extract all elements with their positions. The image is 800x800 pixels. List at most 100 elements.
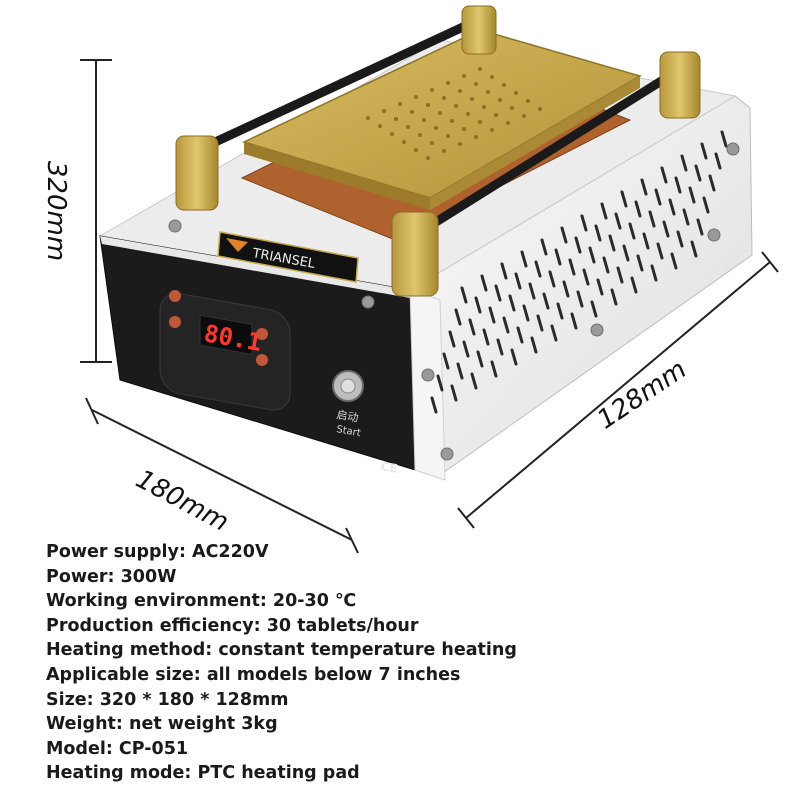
control-button[interactable] xyxy=(256,354,268,366)
vent-slot xyxy=(668,198,676,216)
vent-slot xyxy=(696,218,704,236)
vent-slot xyxy=(568,258,576,276)
vacuum-hole xyxy=(458,89,462,93)
vacuum-hole xyxy=(502,83,506,87)
vent-slot xyxy=(582,268,590,286)
vacuum-hole xyxy=(510,106,514,110)
vent-slot xyxy=(540,238,548,256)
vent-slot xyxy=(490,360,498,378)
spec-item: Size: 320 * 180 * 128mm xyxy=(46,689,289,710)
screw xyxy=(168,219,182,233)
vent-slot xyxy=(436,374,444,392)
vent-slot xyxy=(562,280,570,298)
vent-slot xyxy=(482,328,490,346)
spec-item: Heating mode: PTC heating pad xyxy=(46,763,360,784)
vent-slot xyxy=(454,308,462,326)
gold-post xyxy=(659,51,701,119)
vacuum-hole xyxy=(382,109,386,113)
vacuum-hole xyxy=(458,142,462,146)
vacuum-hole xyxy=(494,113,498,117)
vacuum-holes xyxy=(366,67,542,160)
vent-slot xyxy=(468,318,476,336)
vacuum-hole xyxy=(490,128,494,132)
start-button[interactable] xyxy=(332,370,364,402)
vent-slot xyxy=(528,282,536,300)
screw xyxy=(707,228,721,242)
screws xyxy=(168,142,740,461)
vent-slot xyxy=(708,174,716,192)
vacuum-hole xyxy=(478,120,482,124)
vent-slot xyxy=(500,262,508,280)
vent-slot xyxy=(714,152,722,170)
gold-plate-edge xyxy=(244,142,430,210)
vent-slot xyxy=(474,296,482,314)
control-panel: 80.1 xyxy=(159,290,291,411)
vacuum-hole xyxy=(418,133,422,137)
vent-slot xyxy=(650,264,658,282)
vent-slot xyxy=(690,240,698,258)
vent-slot xyxy=(488,306,496,324)
spec-item: Heating method: constant temperature hea… xyxy=(46,640,517,661)
vent-slots xyxy=(430,130,728,414)
vacuum-hole xyxy=(438,111,442,115)
vacuum-hole xyxy=(522,114,526,118)
vent-slot xyxy=(510,348,518,366)
gold-post xyxy=(461,5,497,55)
vacuum-hole xyxy=(414,148,418,152)
vent-slot xyxy=(674,176,682,194)
spec-item: Weight: net weight 3kg xyxy=(46,714,278,735)
spec-list: Power supply: AC220V Power: 300W Working… xyxy=(46,540,517,786)
vacuum-hole xyxy=(506,121,510,125)
vent-slot xyxy=(622,244,630,262)
vacuum-hole xyxy=(414,95,418,99)
control-button[interactable] xyxy=(169,290,181,302)
front-frame xyxy=(100,236,410,298)
screw xyxy=(361,295,375,309)
gold-post xyxy=(175,135,219,211)
control-button[interactable] xyxy=(169,316,181,328)
vacuum-hole xyxy=(446,134,450,138)
led-display xyxy=(199,314,253,356)
vacuum-hole xyxy=(466,112,470,116)
vent-slot xyxy=(496,338,504,356)
vacuum-hole xyxy=(426,156,430,160)
dimension-depth-line xyxy=(457,251,779,529)
vent-slot xyxy=(596,278,604,296)
vacuum-hole xyxy=(398,102,402,106)
vacuum-hole xyxy=(394,117,398,121)
vent-slot xyxy=(548,270,556,288)
vacuum-hole xyxy=(498,98,502,102)
vent-slot xyxy=(514,272,522,290)
vacuum-hole xyxy=(406,125,410,129)
vacuum-hole xyxy=(526,99,530,103)
vent-slot xyxy=(480,274,488,292)
spec-item: Model: CP-051 xyxy=(46,738,189,759)
vacuum-hole xyxy=(474,135,478,139)
vent-slot xyxy=(556,302,564,320)
vacuum-hole xyxy=(486,90,490,94)
vacuum-hole xyxy=(462,127,466,131)
vacuum-hole xyxy=(390,132,394,136)
screw xyxy=(590,323,604,337)
vacuum-hole xyxy=(474,82,478,86)
vent-slot xyxy=(534,260,542,278)
spec-item: Power: 300W xyxy=(46,566,177,587)
vent-slot xyxy=(608,234,616,252)
vent-slot xyxy=(694,164,702,182)
vent-slot xyxy=(700,142,708,160)
vent-slot xyxy=(636,254,644,272)
screw xyxy=(421,368,435,382)
start-label-cn: 启动 xyxy=(335,408,359,425)
control-button[interactable] xyxy=(256,328,268,340)
vent-slot xyxy=(494,284,502,302)
vent-slot xyxy=(620,190,628,208)
vacuum-hole xyxy=(366,116,370,120)
vacuum-hole xyxy=(430,88,434,92)
vent-slot xyxy=(648,210,656,228)
vent-slot xyxy=(530,336,538,354)
dimension-height-label: 320mm xyxy=(41,160,72,262)
vacuum-hole xyxy=(478,67,482,71)
guide-rod xyxy=(415,63,687,237)
vacuum-hole xyxy=(430,141,434,145)
